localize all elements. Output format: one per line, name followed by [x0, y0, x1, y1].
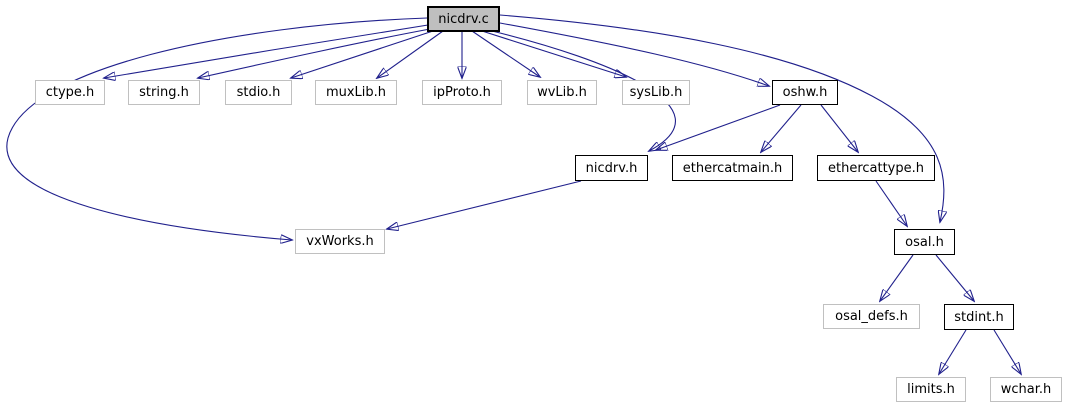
edge-nicdrv-c-to-syslib-h	[481, 30, 626, 77]
edge-nicdrv-c-to-osal-h	[499, 14, 944, 222]
edge-nicdrv-c-to-stdio-h	[291, 30, 434, 78]
edge-nicdrv-h-to-vxworks-h	[387, 180, 582, 229]
edge-oshw-h-to-ethercattype-h	[820, 104, 858, 152]
edge-osal-h-to-stdint-h	[935, 254, 974, 301]
node-ipproto-h: ipProto.h	[422, 80, 502, 105]
node-ethercatmain-h[interactable]: ethercatmain.h	[672, 155, 793, 181]
node-stdint-h[interactable]: stdint.h	[944, 304, 1014, 330]
edge-stdint-h-to-wchar-h	[993, 329, 1021, 374]
edge-nicdrv-c-to-wvlib-h	[471, 30, 540, 77]
node-osal-defs-h: osal_defs.h	[823, 304, 920, 329]
node-syslib-h: sysLib.h	[622, 80, 690, 105]
node-limits-h: limits.h	[896, 377, 966, 402]
node-wvlib-h: wvLib.h	[527, 80, 597, 105]
edge-nicdrv-c-to-ctype-h	[104, 24, 429, 78]
node-stdio-h: stdio.h	[225, 80, 292, 105]
node-vxworks-h: vxWorks.h	[295, 229, 385, 254]
edge-nicdrv-c-to-muxlib-h	[377, 30, 444, 78]
edge-oshw-h-to-nicdrv-h	[656, 104, 781, 150]
edge-nicdrv-c-to-string-h	[198, 28, 431, 78]
edge-osal-h-to-osal-defs-h	[880, 254, 914, 301]
node-muxlib-h: muxLib.h	[315, 80, 397, 105]
edge-oshw-h-to-ethercatmain-h	[761, 104, 802, 152]
node-oshw-h[interactable]: oshw.h	[772, 80, 838, 105]
edge-nicdrv-c-to-oshw-h	[499, 22, 769, 86]
edge-nicdrv-c-to-vxworks-h	[6, 17, 428, 240]
node-wchar-h: wchar.h	[990, 377, 1062, 402]
edge-stdint-h-to-limits-h	[939, 329, 967, 374]
node-ctype-h: ctype.h	[35, 80, 105, 105]
node-nicdrv-h[interactable]: nicdrv.h	[575, 155, 648, 181]
node-ethercattype-h[interactable]: ethercattype.h	[817, 155, 935, 181]
node-osal-h[interactable]: osal.h	[894, 229, 955, 255]
edge-ethercattype-h-to-osal-h	[875, 180, 907, 226]
node-nicdrv-c: nicdrv.c	[427, 6, 500, 32]
node-string-h: string.h	[128, 80, 200, 105]
